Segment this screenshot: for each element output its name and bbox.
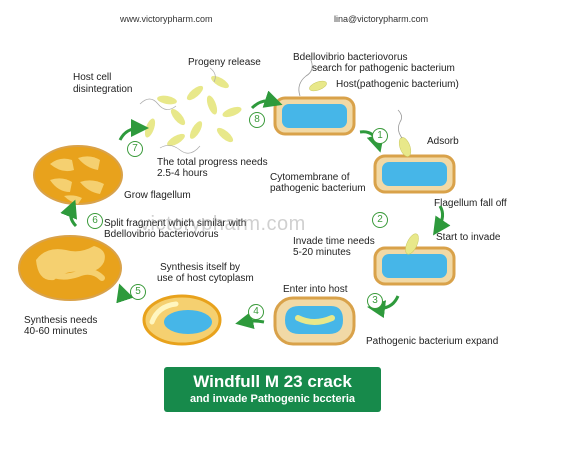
label-adsorb: Adsorb (427, 136, 459, 147)
enter-host-cell (273, 296, 356, 346)
label-enter-into-host: Enter into host (283, 284, 348, 295)
step-badge-4: 4 (248, 304, 264, 320)
label-host-cell-2: disintegration (73, 84, 133, 95)
label-start-to-invade: Start to invade (436, 232, 501, 243)
label-invade-time-2: 5-20 minutes (293, 247, 351, 258)
host-bacterium-cell (273, 57, 356, 136)
label-invade-time-1: Invade time needs (293, 236, 375, 247)
label-split-fragment-1: Split fragment which similar with (104, 218, 247, 229)
step-badge-7: 7 (127, 141, 143, 157)
step-badge-3: 3 (367, 293, 383, 309)
synthesis-cell (142, 294, 222, 346)
label-flagellum-fall-off: Flagellum fall off (434, 198, 507, 209)
adsorb-cell (373, 109, 456, 194)
label-host-cell-1: Host cell (73, 72, 112, 83)
label-pathogenic-expand: Pathogenic bacterium expand (366, 336, 499, 347)
website-text: www.victorypharm.com (120, 14, 213, 24)
label-total-progress-2: 2.5-4 hours (157, 168, 208, 179)
label-synthesis-itself-2: use of host cytoplasm (157, 273, 254, 284)
step-badge-6: 6 (87, 213, 103, 229)
label-host-pathogenic: Host(pathogenic bacterium) (336, 79, 459, 90)
label-synthesis-needs-2: 40-60 minutes (24, 326, 88, 337)
cycle-arrows (60, 90, 451, 330)
label-cytomembrane-2: pathogenic bacterium (270, 183, 366, 194)
title-banner: Windfull M 23 crack and invade Pathogeni… (164, 367, 381, 412)
step-badge-8: 8 (249, 112, 265, 128)
split-fragment-cell (18, 235, 122, 301)
label-total-progress-1: The total progress needs (157, 157, 268, 168)
step-badge-2: 2 (372, 212, 388, 228)
label-grow-flagellum: Grow flagellum (124, 190, 191, 201)
label-synthesis-needs-1: Synthesis needs (24, 315, 98, 326)
invade-cell (373, 233, 456, 286)
label-progeny-release: Progeny release (188, 57, 261, 68)
label-split-fragment-2: Bdellovibrio bacteriovorus (104, 229, 219, 240)
watermark-text: victorypharm.com (140, 213, 306, 235)
banner-title: Windfull M 23 crack (193, 372, 352, 391)
step-badge-1: 1 (372, 128, 388, 144)
label-synthesis-itself-1: Synthesis itself by (160, 262, 241, 273)
grow-flagellum-cell (33, 145, 123, 205)
banner-subtitle: and invade Pathogenic bccteria (189, 393, 356, 405)
progeny-release-scatter (139, 67, 242, 154)
label-bdellovibrio-search: search for pathogenic bacterium (312, 63, 455, 74)
label-cytomembrane-1: Cytomembrane of (270, 172, 350, 183)
label-bdellovibrio-name: Bdellovibrio bacteriovorus (293, 52, 408, 63)
email-text: lina@victorypharm.com (334, 14, 429, 24)
step-badge-5: 5 (130, 284, 146, 300)
